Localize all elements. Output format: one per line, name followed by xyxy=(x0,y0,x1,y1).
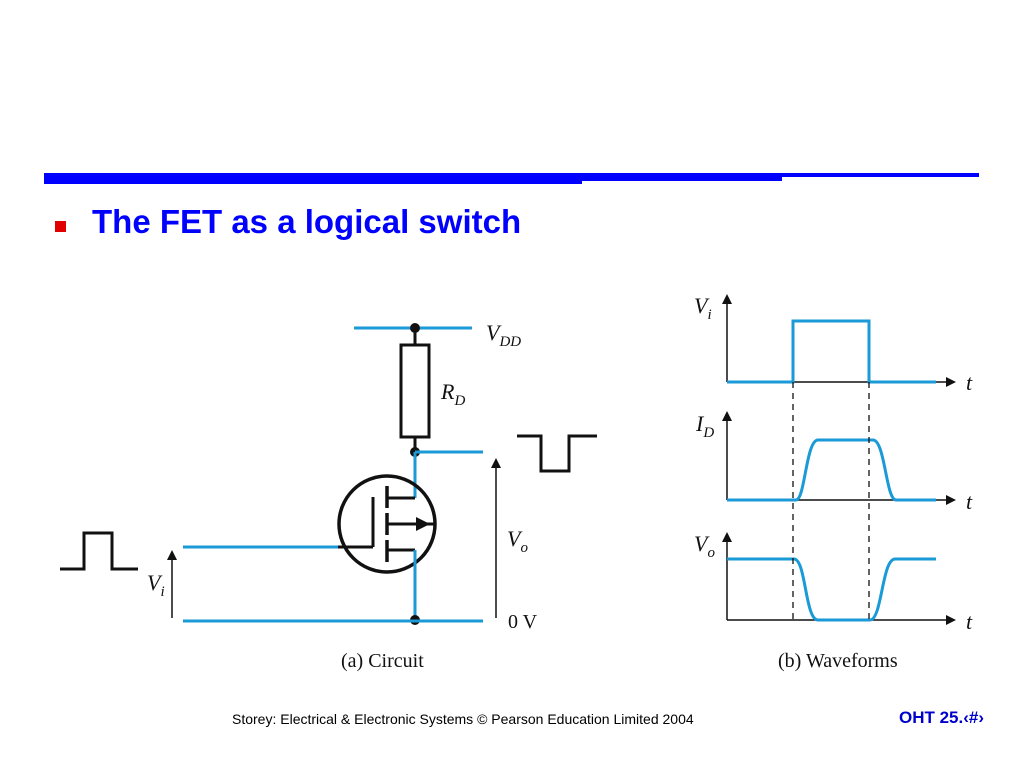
title-rule-middle xyxy=(582,173,782,181)
circuit-diagram: VDD RD Vo Vi 0 V (a) Circuit xyxy=(60,320,597,672)
wave-label-vi: Vi xyxy=(694,293,712,323)
caption-circuit: (a) Circuit xyxy=(341,650,424,672)
time-label-vo: t xyxy=(966,609,973,634)
slide-title: The FET as a logical switch xyxy=(92,203,522,240)
waveforms-diagram: Vi ID Vo t t t (b) Waveforms xyxy=(694,293,973,672)
mosfet-symbol xyxy=(337,474,437,574)
vdd-node xyxy=(410,323,420,333)
title-rule-left xyxy=(44,173,582,184)
vi-waveform xyxy=(727,319,936,384)
label-vdd: VDD xyxy=(486,320,521,350)
caption-waveforms: (b) Waveforms xyxy=(778,650,898,672)
time-label-vi: t xyxy=(966,370,973,395)
time-label-id: t xyxy=(966,489,973,514)
wave-label-id: ID xyxy=(695,411,714,441)
label-ground: 0 V xyxy=(508,611,538,633)
output-pulse-icon xyxy=(517,434,597,473)
label-rd: RD xyxy=(440,379,465,409)
page-number: OHT 25.‹#› xyxy=(898,708,984,727)
title-rule-right xyxy=(782,173,979,177)
resistor-rd xyxy=(399,343,431,439)
fet-switch-diagram: VDD RD Vo Vi 0 V (a) Circuit Vi ID Vo t … xyxy=(60,293,973,672)
label-vi: Vi xyxy=(147,570,165,600)
mosfet-circle xyxy=(337,474,437,574)
id-waveform xyxy=(727,438,936,502)
wave-label-vo: Vo xyxy=(694,531,715,561)
vo-waveform xyxy=(727,557,936,622)
bullet-marker xyxy=(55,221,66,232)
input-pulse-icon xyxy=(60,531,138,571)
footer-credit: Storey: Electrical & Electronic Systems … xyxy=(232,711,694,727)
label-vo: Vo xyxy=(507,526,528,556)
